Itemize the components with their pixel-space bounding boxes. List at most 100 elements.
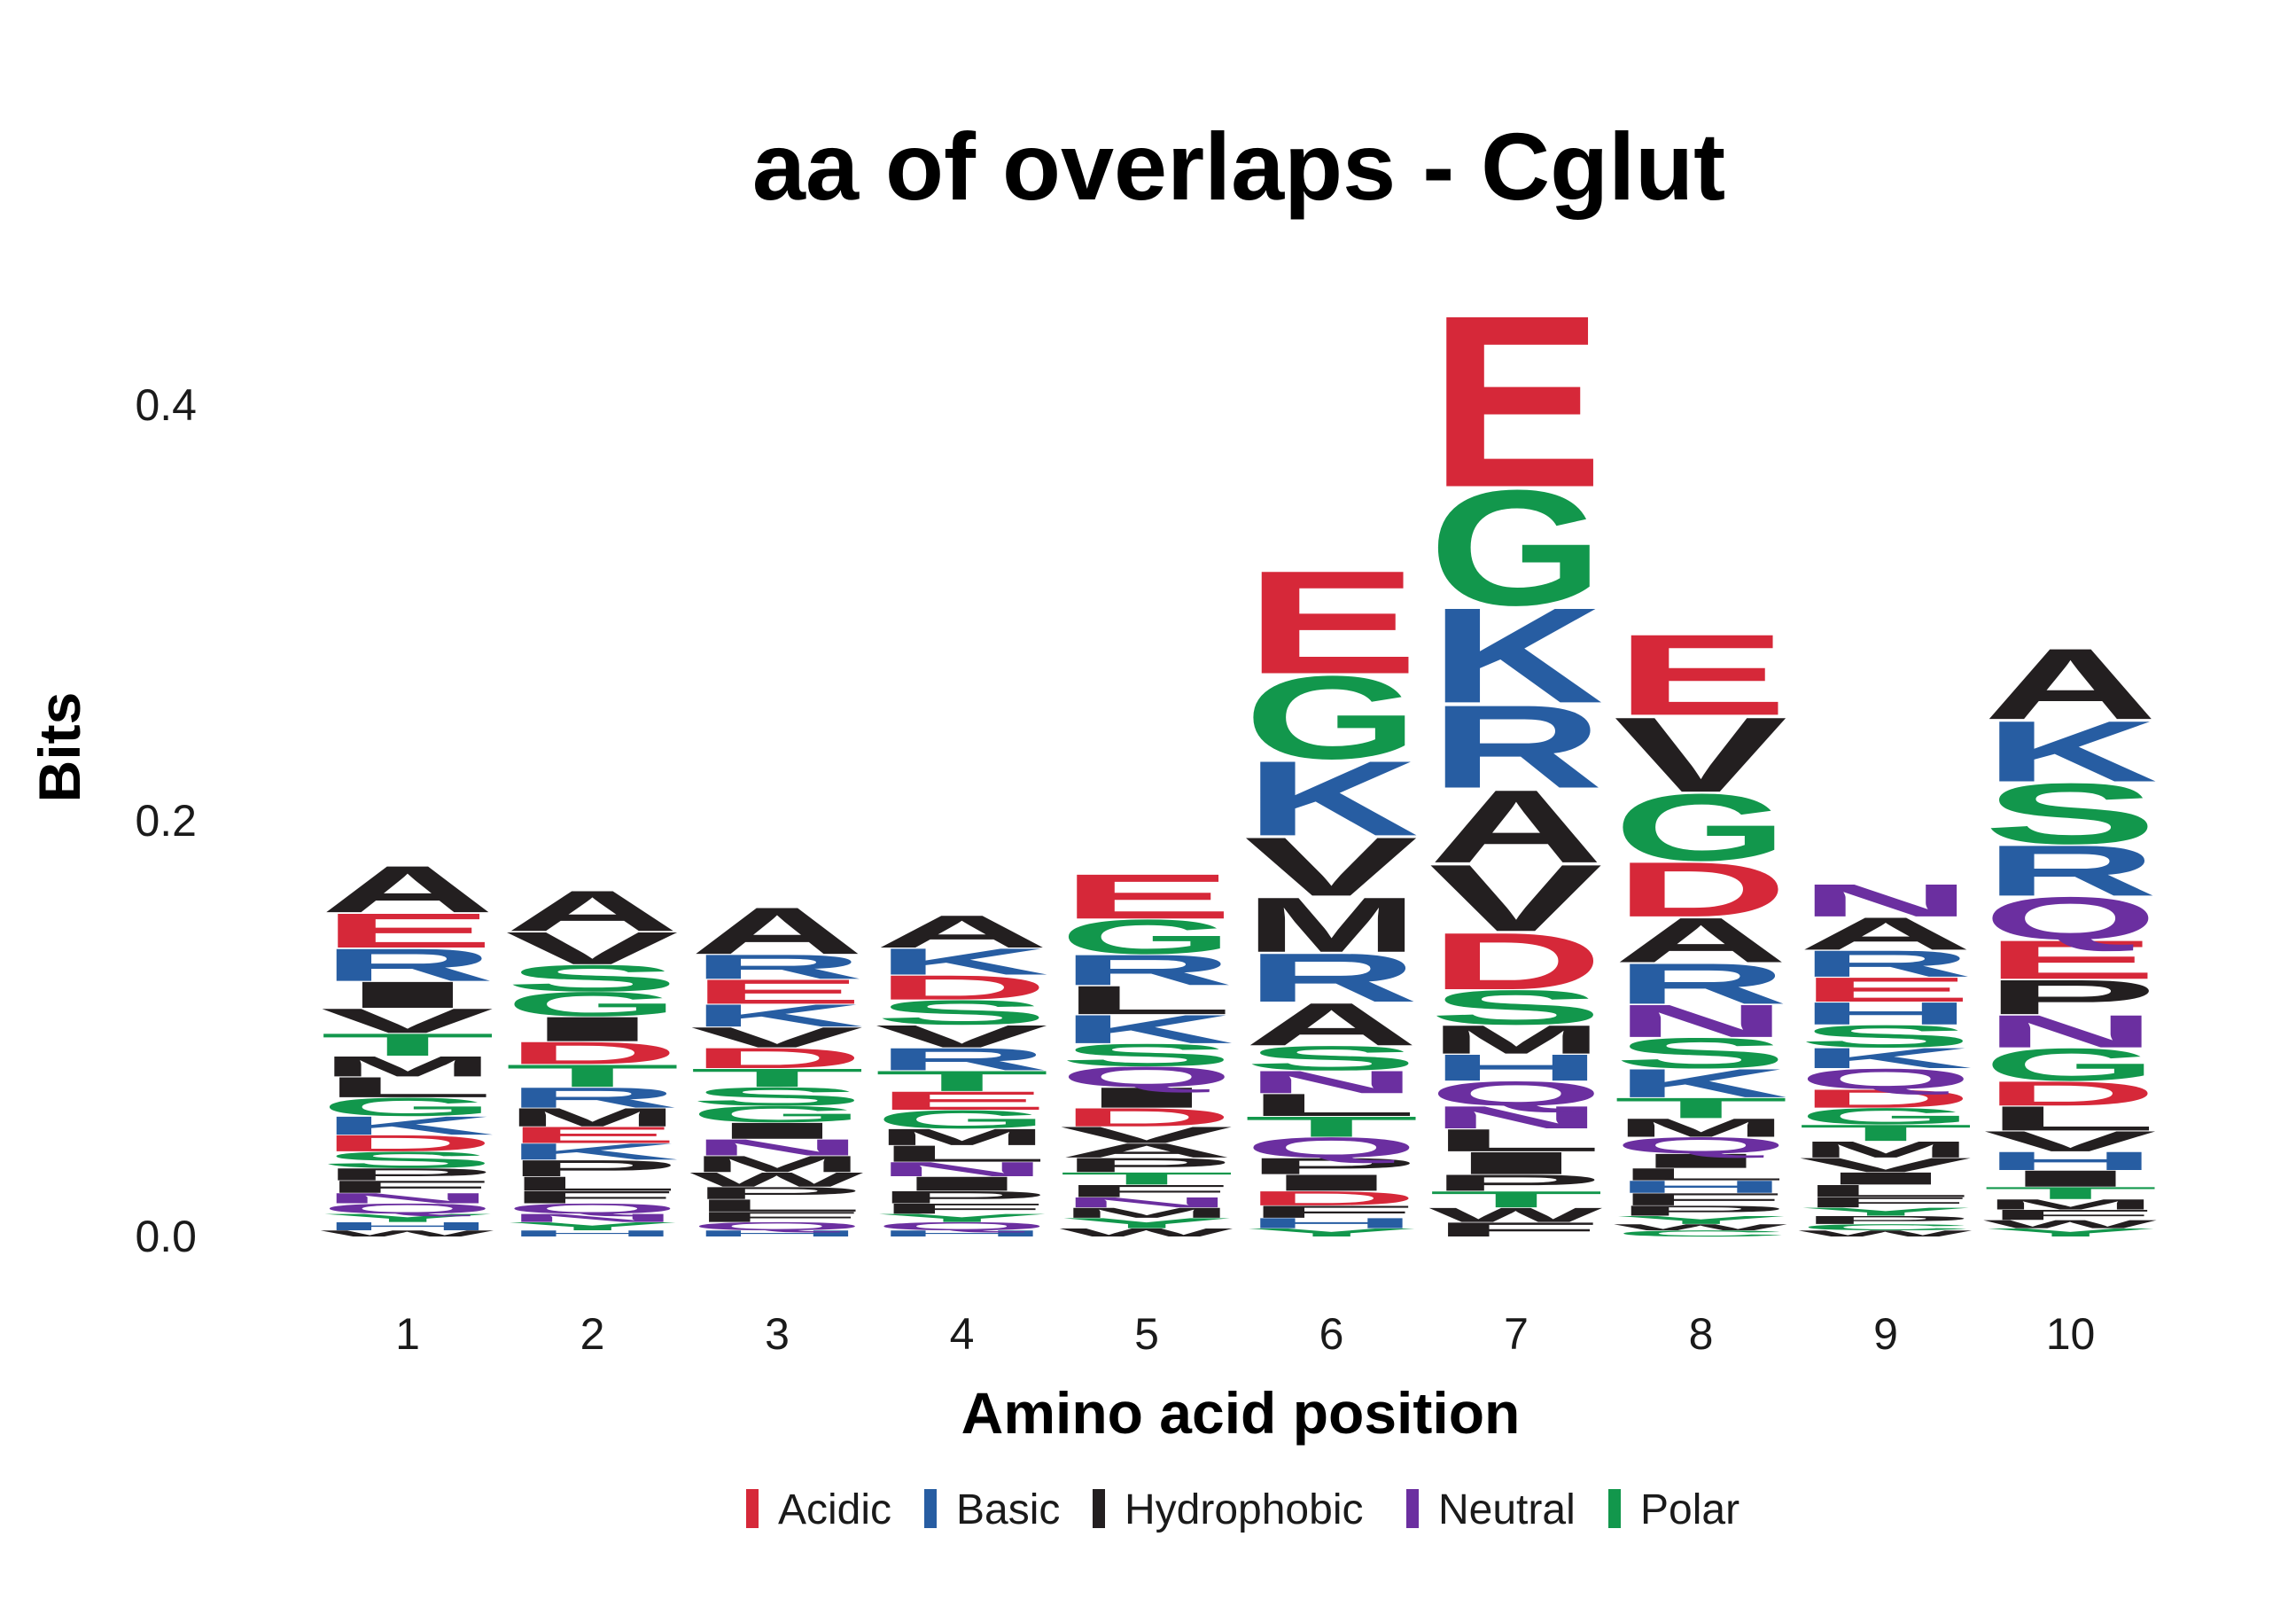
logo-letter: A — [875, 906, 1049, 957]
logo-letter: D — [1060, 1103, 1234, 1132]
logo-letter: Y — [875, 1212, 1049, 1225]
logo-letter: M — [321, 1050, 495, 1082]
logo-letter: G — [321, 1093, 495, 1122]
logo-letter: T — [1799, 1120, 1973, 1146]
logo-letter: V — [1060, 1122, 1234, 1148]
logo-letter: G — [1429, 456, 1604, 640]
y-axis-ticks: 0.00.20.4 — [135, 380, 197, 1261]
logo-letter: P — [505, 1156, 680, 1182]
logo-letter: H — [321, 1220, 495, 1233]
logo-letter: M — [1060, 1205, 1234, 1221]
logo-letter: K — [875, 940, 1049, 982]
logo-letter: Q — [1799, 1063, 1973, 1095]
logo-letter: L — [1983, 1099, 2158, 1138]
logo-letter: V — [1429, 845, 1603, 951]
logo-letter: G — [1060, 909, 1234, 964]
logo-letter: E — [1983, 930, 2158, 991]
logo-letter: Q — [1060, 1061, 1234, 1093]
logo-letter: E — [1429, 264, 1604, 538]
logo-letter: I — [321, 974, 495, 1016]
logo-letter: G — [505, 985, 680, 1024]
logo-letter: C — [1614, 1228, 1788, 1238]
logo-letter: R — [1244, 939, 1419, 1017]
logo-letter: V — [690, 1021, 864, 1053]
logo-letter: E — [690, 972, 865, 1011]
logo-letter: M — [505, 1103, 680, 1132]
logo-letter: A — [1429, 768, 1604, 885]
logo-letter: N — [1614, 995, 1788, 1047]
logo-letter: H — [1799, 996, 1973, 1032]
logo-letter: G — [1799, 1104, 1973, 1129]
logo-letter: A — [505, 878, 680, 943]
logo-letter: T — [1244, 1111, 1419, 1143]
x-tick-label: 8 — [1689, 1309, 1714, 1359]
logo-letter: E — [505, 1122, 680, 1148]
logo-letter: D — [321, 1130, 495, 1156]
logo-letter: Y — [1614, 1213, 1788, 1227]
logo-letter: P — [321, 1165, 495, 1184]
logo-letter: P — [1983, 970, 2158, 1025]
logo-letter: V — [1244, 820, 1418, 914]
logo-letter: Q — [505, 1201, 680, 1217]
logo-letter: S — [1244, 1039, 1419, 1078]
logo-letter: Y — [1244, 1226, 1419, 1239]
logo-letter: H — [1614, 1177, 1788, 1197]
y-axis-title: Bits — [27, 692, 92, 803]
x-tick-label: 1 — [395, 1309, 420, 1359]
logo-letter: L — [505, 1173, 680, 1195]
logo-letter: C — [1799, 1222, 1973, 1232]
y-tick-label: 0.0 — [135, 1212, 197, 1261]
logo-letter: V — [1983, 1126, 2157, 1158]
logo-letter: Q — [875, 1220, 1049, 1233]
x-tick-label: 3 — [765, 1309, 790, 1359]
logo-letter: T — [1429, 1187, 1604, 1213]
logo-letter: P — [1244, 1153, 1419, 1179]
logo-letter: E — [875, 1087, 1049, 1116]
logo-letter: R — [690, 948, 865, 987]
logo-letter: F — [1614, 1190, 1788, 1209]
logo-letter: V — [1614, 695, 1787, 815]
logo-letter: H — [1244, 1215, 1419, 1231]
logo-letter: G — [690, 1102, 865, 1127]
logo-letter: F — [321, 1177, 495, 1197]
logo-letter: K — [690, 998, 865, 1034]
logo-letter: R — [1799, 943, 1973, 985]
legend-label: Polar — [1640, 1486, 1740, 1533]
logo-letter: D — [1429, 916, 1604, 1007]
logo-stacks: WHYQNFPSDKGLMTVIREAHYNQFLPKEMRTDIGSVAHQF… — [321, 264, 2159, 1241]
legend-label: Neutral — [1438, 1486, 1576, 1533]
logo-letter: F — [1983, 1207, 2158, 1223]
logo-letter: S — [1799, 1018, 1973, 1054]
logo-letter: T — [1983, 1183, 2158, 1203]
logo-letter: I — [690, 1118, 865, 1143]
logo-letter: E — [1244, 540, 1419, 705]
logo-letter: V — [875, 1018, 1048, 1054]
legend-label: Basic — [956, 1486, 1060, 1533]
logo-letter: P — [1060, 1154, 1234, 1176]
x-tick-label: 6 — [1319, 1309, 1344, 1359]
logo-letter: D — [875, 969, 1049, 1008]
logo-letter: M — [1429, 1018, 1604, 1063]
logo-letter: M — [1244, 881, 1419, 968]
chart-title: aa of overlaps - Cglut — [752, 113, 1725, 220]
logo-letter: L — [1244, 1088, 1419, 1123]
logo-letter: F — [505, 1188, 680, 1207]
logo-letter: T — [1060, 1169, 1234, 1189]
logo-letter: N — [1429, 1100, 1604, 1135]
logo-letter: H — [505, 1228, 680, 1238]
legend-swatch — [1608, 1489, 1621, 1528]
x-tick-label: 2 — [580, 1309, 605, 1359]
logo-letter: K — [1983, 704, 2158, 800]
logo-letter: T — [1614, 1092, 1788, 1124]
logo-letter: A — [1060, 1139, 1234, 1161]
logo-letter: W — [321, 1228, 494, 1238]
logo-letter: P — [1429, 1170, 1604, 1196]
logo-letter: A — [690, 894, 865, 969]
logo-letter: N — [1983, 1005, 2158, 1057]
logo-letter: M — [690, 1151, 865, 1177]
logo-letter: N — [1244, 1065, 1419, 1100]
